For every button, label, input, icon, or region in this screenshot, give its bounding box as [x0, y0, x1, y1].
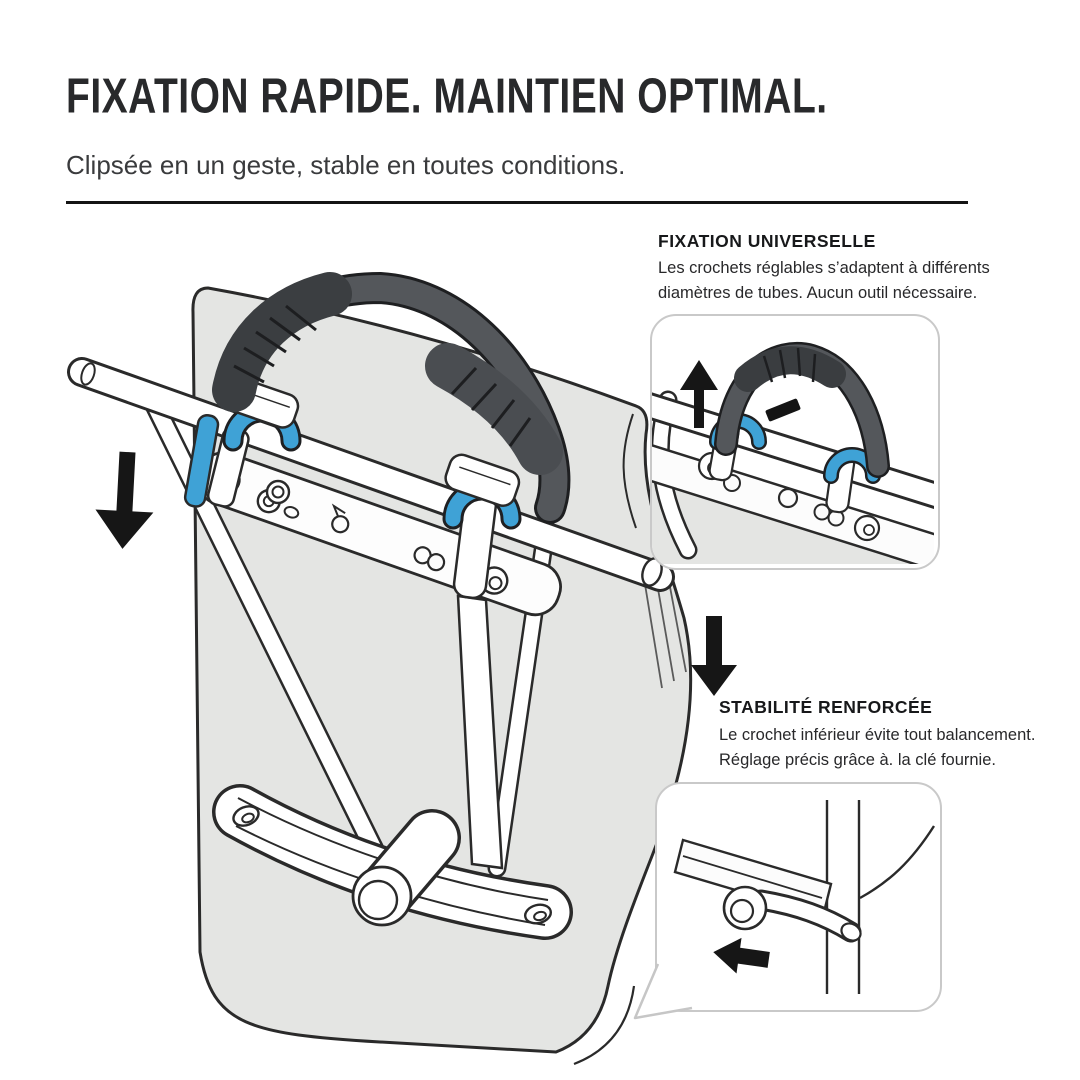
- callout-stability-heading: STABILITÉ RENFORCÉE: [719, 697, 933, 717]
- callout-universal-body: Les crochets réglables s’adaptent à diff…: [658, 259, 990, 303]
- handle-grip-ridges-left: [233, 304, 317, 384]
- carry-handle: [212, 271, 571, 524]
- page-subtitle: Clipsée en un geste, stable en toutes co…: [66, 150, 626, 180]
- detail-box-tail: [633, 963, 693, 1020]
- callout-stability-body: Le crochet inférieur évite tout balancem…: [719, 726, 1036, 770]
- down-arrow-icon: [95, 451, 154, 549]
- divider: [66, 201, 968, 204]
- page-title: FIXATION RAPIDE. MAINTIEN OPTIMAL.: [66, 70, 828, 124]
- up-arrow-icon: [680, 360, 718, 428]
- rack-tube: [67, 357, 675, 592]
- clip-marker: [765, 398, 801, 422]
- bag-shoulder-crease: [622, 413, 637, 529]
- mini-vertical-tube: [825, 800, 936, 994]
- down-arrow-icon: [691, 616, 737, 696]
- detail-box-stability: [655, 782, 942, 1012]
- rail-bolt: [265, 479, 291, 505]
- hook-detail-illustration: [652, 341, 934, 564]
- detail-box-universal: [650, 314, 940, 570]
- lower-hook-detail-illustration: [673, 800, 936, 994]
- callout-universal-heading: FIXATION UNIVERSELLE: [658, 231, 876, 251]
- bag-side-edge: [573, 985, 636, 1066]
- lower-hook-knob: [351, 809, 461, 927]
- handle-grip-ridges-right: [450, 366, 532, 447]
- left-arrow-icon: [713, 937, 770, 974]
